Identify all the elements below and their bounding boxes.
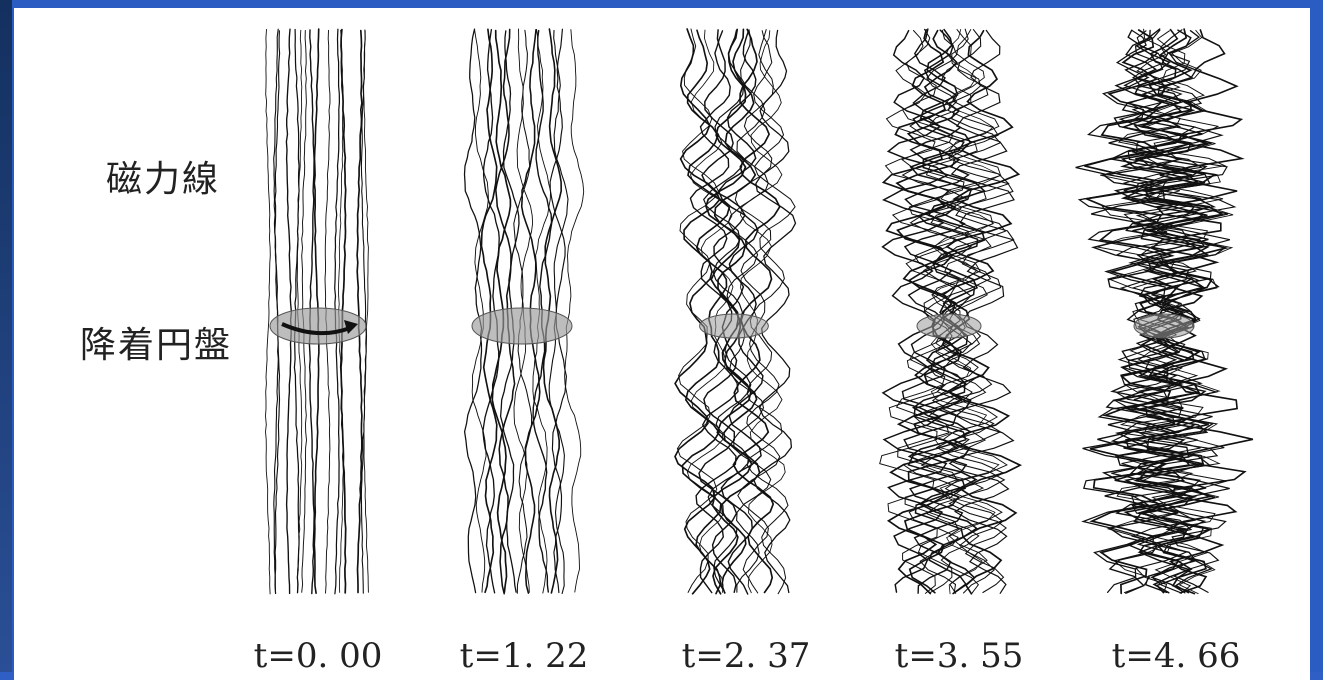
field-line	[550, 29, 566, 592]
field-panel-2	[465, 29, 584, 594]
accretion-disk-label: 降着円盤	[80, 316, 232, 368]
accretion-disk	[700, 314, 769, 338]
field-panel-5	[1076, 29, 1253, 594]
field-panel-3	[675, 29, 796, 594]
field-line	[719, 30, 763, 594]
field-line	[565, 30, 584, 593]
field-panel-4	[880, 29, 1020, 594]
figure-panel: 磁力線 降着円盤 t=0. 00 t=1. 22 t=2. 37 t=3. 55 t=4…	[14, 8, 1310, 680]
field-lines-label: 磁力線	[106, 150, 220, 202]
accretion-disk	[917, 314, 981, 338]
field-line	[465, 29, 482, 593]
time-label-2: t=1. 22	[460, 636, 589, 676]
time-label-5: t=4. 66	[1112, 636, 1241, 676]
field-line	[677, 29, 718, 592]
accretion-disk	[472, 308, 572, 344]
slide-left-edge	[0, 0, 12, 672]
field-line	[266, 30, 271, 594]
field-panel-1	[266, 29, 369, 594]
time-label-1: t=0. 00	[254, 636, 383, 676]
field-line	[754, 30, 796, 592]
accretion-disk	[1134, 314, 1194, 338]
time-label-4: t=3. 55	[895, 636, 1024, 676]
time-label-3: t=2. 37	[682, 636, 811, 676]
